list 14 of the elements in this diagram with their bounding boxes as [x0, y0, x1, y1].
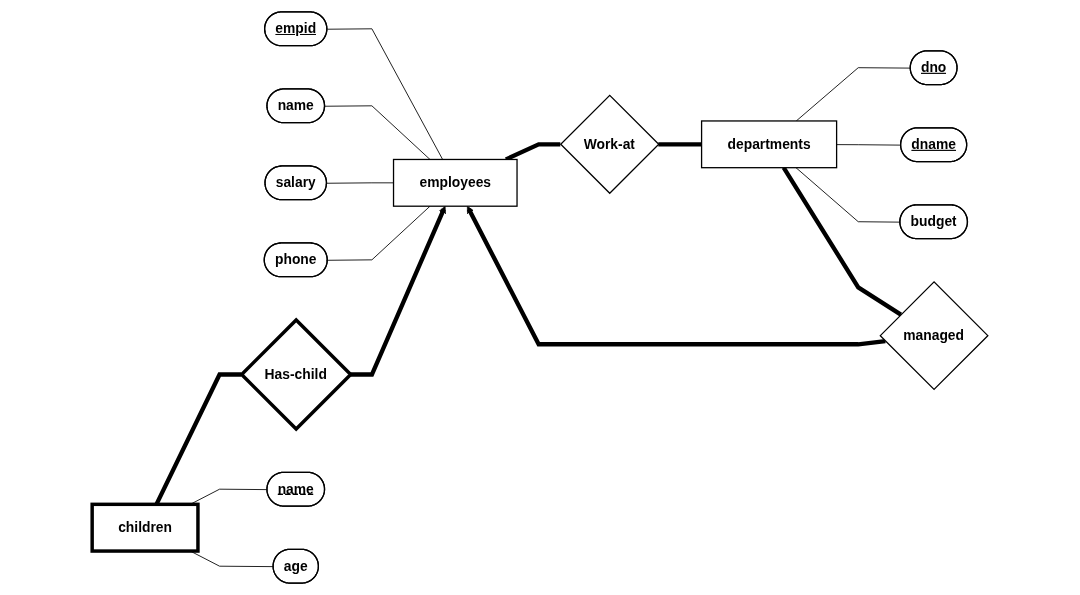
- connector: [326, 182, 394, 184]
- node-box: children: [90, 502, 200, 553]
- arrow: [467, 205, 886, 347]
- arrow: [350, 205, 446, 377]
- connector: [326, 28, 444, 160]
- node-diamond: Work-at: [559, 94, 660, 195]
- connector: [658, 142, 702, 147]
- node-diamond: Has-child: [239, 317, 354, 432]
- node-box: employees: [392, 158, 518, 207]
- connector: [781, 166, 903, 317]
- node-box: departments: [700, 120, 838, 169]
- connector: [324, 105, 431, 160]
- node-diamond: managed: [879, 280, 989, 391]
- connector: [327, 205, 431, 261]
